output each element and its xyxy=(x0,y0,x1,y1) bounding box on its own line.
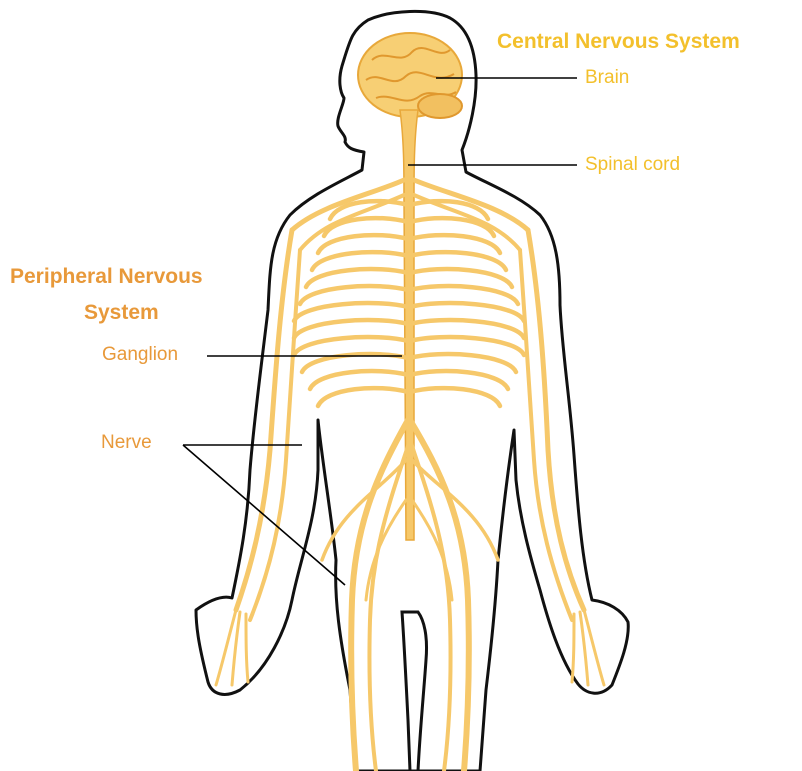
label-nerve: Nerve xyxy=(101,432,152,454)
brain-shape xyxy=(358,33,462,118)
label-brain: Brain xyxy=(585,67,629,89)
pns-title-line2: System xyxy=(84,301,159,325)
label-spinal-cord: Spinal cord xyxy=(585,154,680,176)
cns-title: Central Nervous System xyxy=(497,30,740,54)
label-ganglion: Ganglion xyxy=(102,344,178,366)
pns-title-line1: Peripheral Nervous xyxy=(10,265,203,289)
